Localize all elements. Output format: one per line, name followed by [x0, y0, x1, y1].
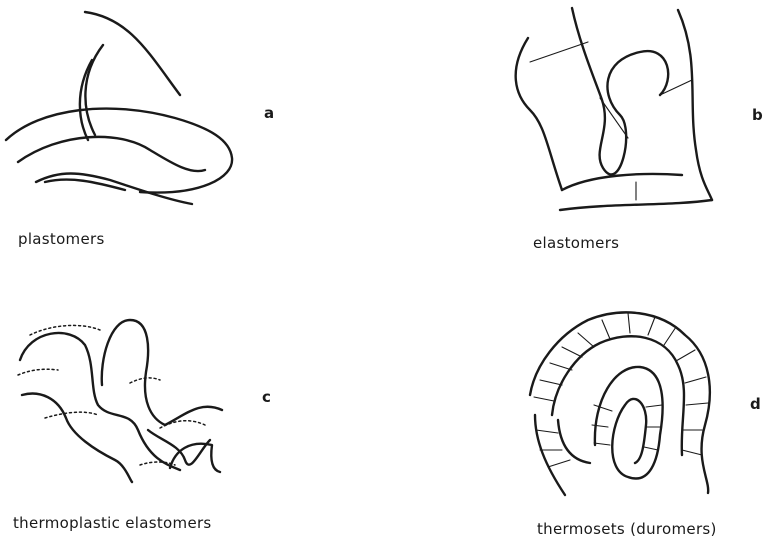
polymer-chain: [22, 394, 132, 482]
crosslink: [534, 397, 554, 401]
polymer-chain: [572, 8, 668, 174]
crosslink: [530, 42, 588, 62]
elastomers-diagram: [500, 0, 730, 220]
polymer-chain: [36, 174, 192, 205]
panel-c-caption: thermoplastic elastomers: [13, 516, 212, 531]
crosslink: [602, 320, 610, 339]
panel-d-letter: d: [750, 397, 761, 412]
crosslink: [578, 333, 594, 347]
polymer-chain: [516, 38, 562, 190]
panel-a-caption: plastomers: [18, 232, 105, 247]
crosslink: [550, 363, 572, 370]
crosslink: [682, 450, 702, 455]
physical-crosslink: [45, 412, 98, 418]
physical-crosslink: [160, 421, 205, 428]
polymer-chain: [678, 10, 712, 200]
polymer-chain: [85, 12, 180, 95]
crosslink: [685, 377, 706, 383]
crosslink: [646, 405, 662, 407]
polymer-chain: [552, 336, 684, 455]
physical-crosslink: [18, 369, 58, 375]
polymer-chain: [558, 420, 590, 463]
polymer-chain: [102, 320, 222, 425]
crosslink: [676, 350, 695, 361]
panel-a-letter: a: [264, 106, 274, 121]
polymer-chain: [595, 367, 663, 479]
crosslink: [648, 317, 655, 335]
crosslink: [536, 430, 558, 433]
panel-d-caption: thermosets (duromers): [537, 522, 717, 537]
polymer-chain: [562, 174, 682, 190]
polymer-chain: [85, 45, 103, 135]
crosslink: [562, 347, 582, 357]
panel-b-caption: elastomers: [533, 236, 619, 251]
polymer-chain: [560, 200, 712, 210]
polymer-chain: [535, 415, 565, 495]
crosslink: [644, 447, 658, 450]
panel-b-letter: b: [752, 108, 763, 123]
plastomers-diagram: [0, 0, 300, 215]
thermosets-diagram: [500, 295, 735, 505]
thermoplastic-elastomers-diagram: [0, 300, 260, 500]
crosslink: [664, 327, 676, 345]
polymer-chain: [20, 333, 180, 470]
crosslink: [540, 380, 562, 385]
crosslink: [686, 403, 708, 405]
crosslink: [594, 405, 612, 411]
panel-c-letter: c: [262, 390, 271, 405]
crosslink: [594, 443, 610, 445]
polymer-chain: [18, 137, 205, 171]
crosslink: [548, 460, 570, 467]
crosslink: [628, 313, 630, 333]
